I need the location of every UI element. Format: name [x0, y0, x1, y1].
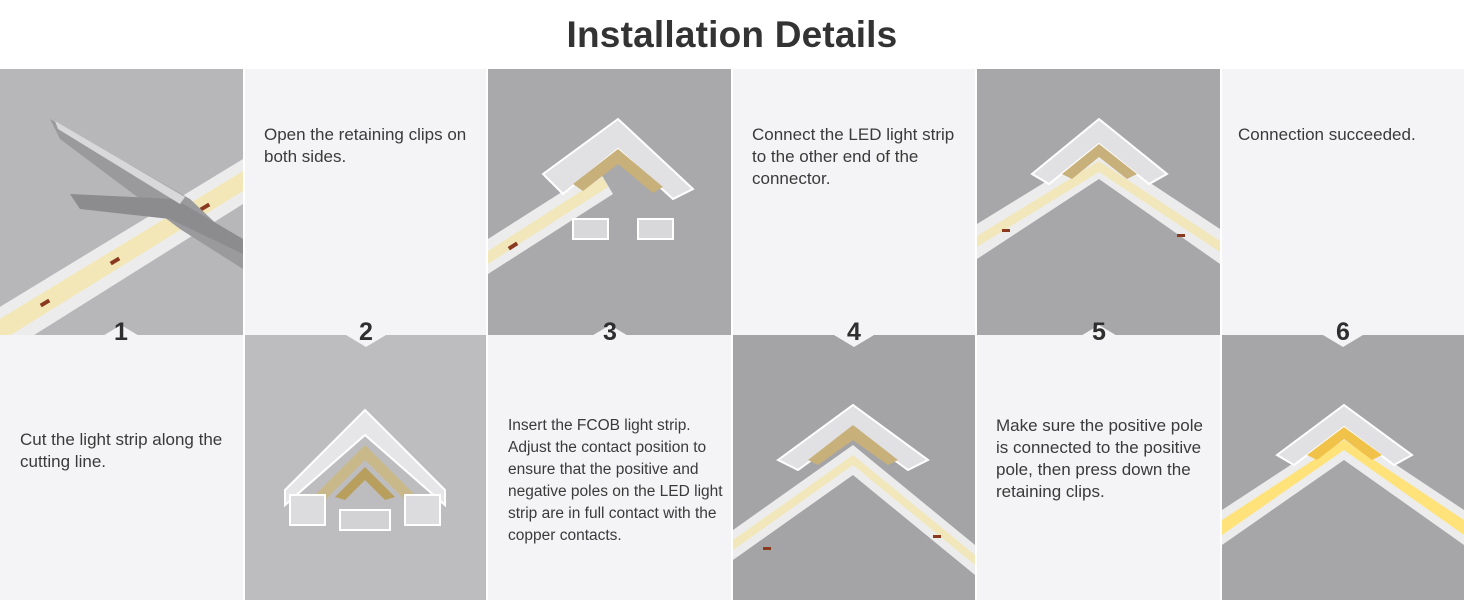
step-5-photo	[977, 69, 1220, 335]
step-5-number: 5	[1092, 318, 1106, 346]
step-2-notch	[346, 335, 386, 347]
step-2-text: Open the retaining clips on both sides.	[264, 125, 467, 166]
connector-icon	[245, 335, 486, 600]
led-strip-icon	[977, 69, 1220, 335]
step-4-notch	[834, 335, 874, 347]
page-title: Installation Details	[566, 14, 898, 55]
led-strip-icon	[1222, 335, 1464, 600]
step-3-number: 3	[603, 318, 617, 346]
led-strip-icon	[733, 335, 975, 600]
step-3-photo	[488, 69, 731, 335]
step-6-panel: Connection succeeded.	[1222, 69, 1464, 335]
step-4-panel: Connect the LED light strip to the other…	[733, 69, 975, 335]
step-1-photo	[0, 69, 243, 335]
step-4-text: Connect the LED light strip to the other…	[752, 125, 955, 188]
led-strip-icon	[488, 69, 731, 335]
step-6-notch	[1323, 335, 1363, 347]
step-2-photo	[245, 335, 486, 600]
steps-grid: Cut the light strip along the cutting li…	[0, 69, 1464, 600]
step-2-panel: Open the retaining clips on both sides.	[245, 69, 486, 335]
step-3-panel: Insert the FCOB light strip. Adjust the …	[488, 335, 731, 600]
step-1-notch	[101, 325, 141, 337]
step-6-number: 6	[1336, 318, 1350, 346]
step-1-number: 1	[114, 318, 128, 346]
step-3-notch	[590, 325, 630, 337]
step-5-text: Make sure the positive pole is connected…	[996, 416, 1203, 501]
step-4-number: 4	[847, 318, 861, 346]
step-6-text: Connection succeeded.	[1238, 125, 1416, 144]
step-4-photo	[733, 335, 975, 600]
scissors-icon	[0, 69, 243, 335]
step-1-panel: Cut the light strip along the cutting li…	[0, 335, 243, 600]
step-5-panel: Make sure the positive pole is connected…	[977, 335, 1220, 600]
step-6-photo	[1222, 335, 1464, 600]
step-3-text: Insert the FCOB light strip. Adjust the …	[508, 417, 723, 544]
step-5-notch	[1079, 325, 1119, 337]
step-1-text: Cut the light strip along the cutting li…	[20, 430, 223, 471]
step-2-number: 2	[359, 318, 373, 346]
